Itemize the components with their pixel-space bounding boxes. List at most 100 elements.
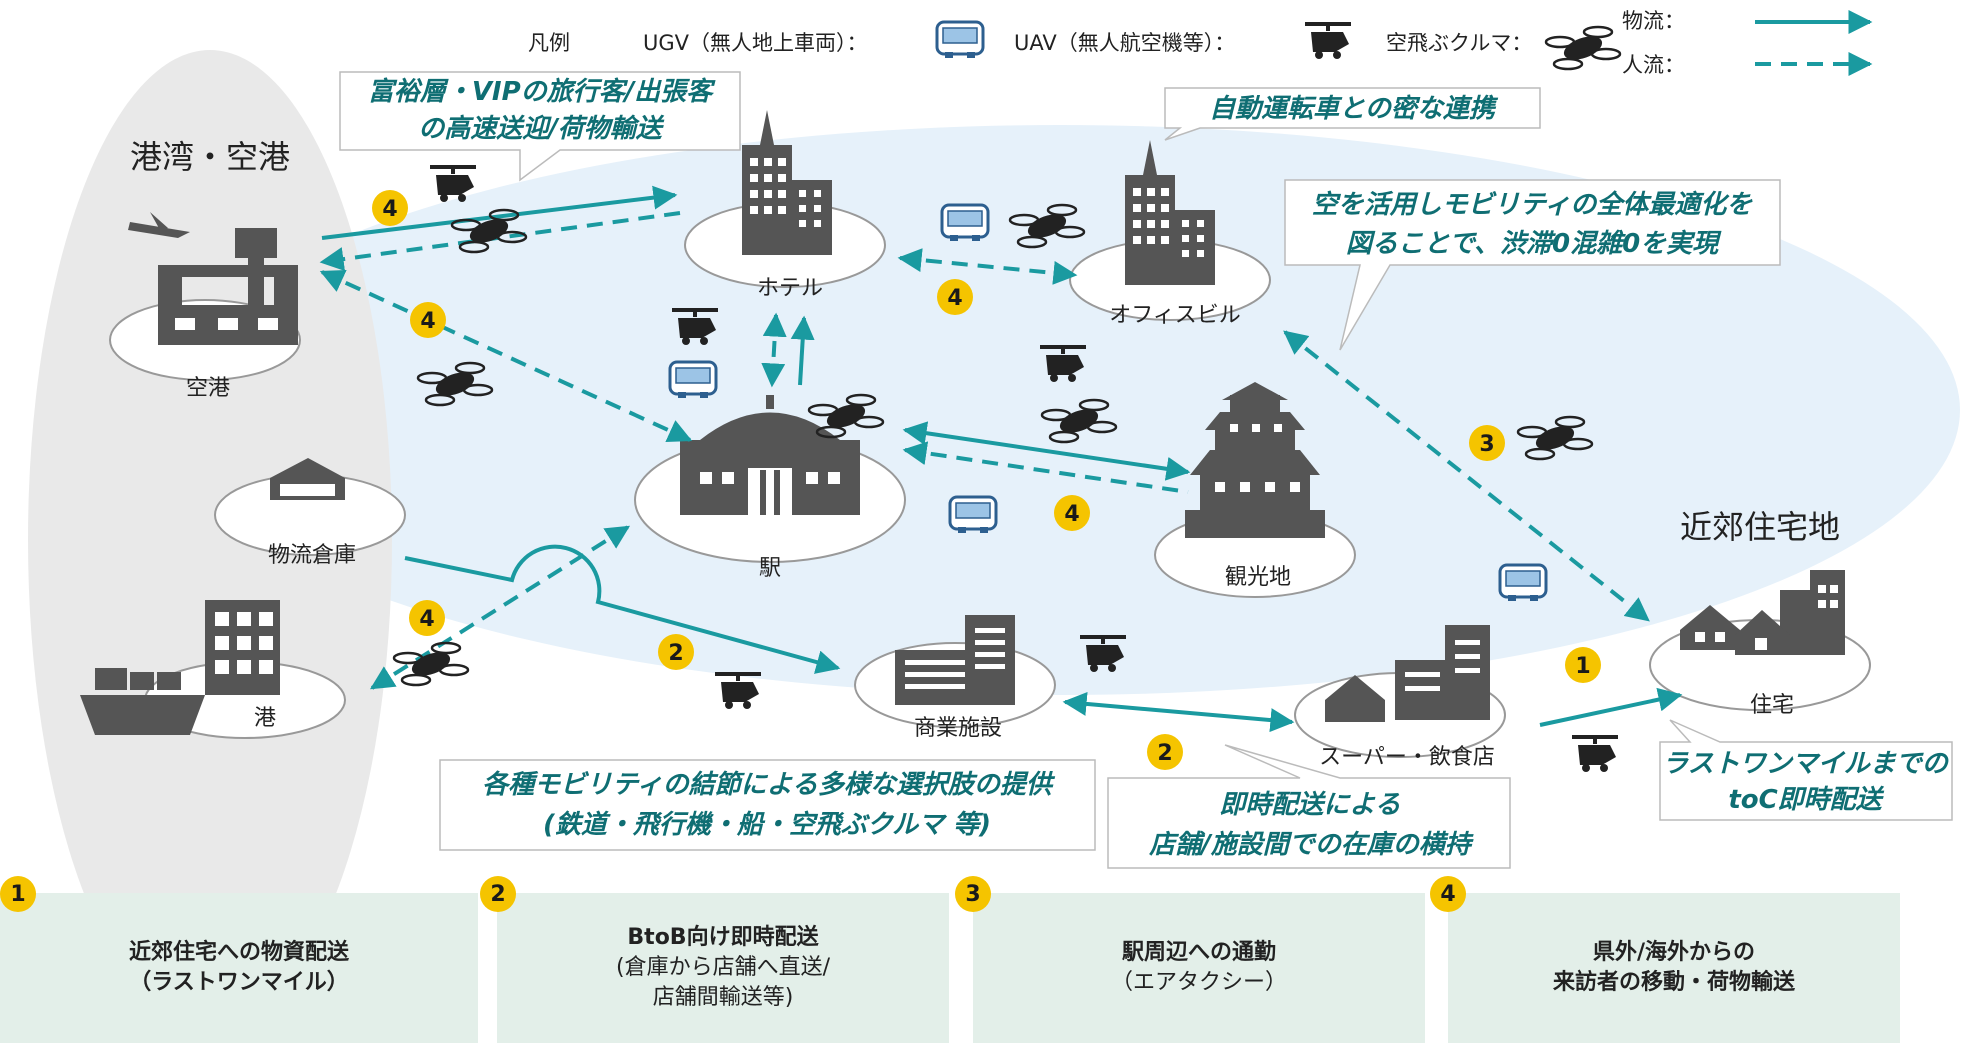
route-badge-circle bbox=[1147, 734, 1183, 770]
use-case-1-sub: （ラストワンマイル） bbox=[129, 970, 349, 995]
use-case-2-sub-line2: 店舗間輸送等) bbox=[652, 985, 794, 1010]
callout-instant: 即時配送による 店舗/施設間での在庫の横持 bbox=[1107, 744, 1511, 869]
commercial-icon bbox=[895, 615, 1015, 705]
flow-hotel-airport-people bbox=[319, 211, 681, 271]
callout-node: 各種モビリティの結節による多様な選択肢の提供 (鉄道・飛行機・船・空飛ぶクルマ … bbox=[439, 759, 1096, 851]
route-badge-number: 2 bbox=[668, 641, 683, 666]
callout-sky-line1: 空を活用しモビリティの全体最適化を bbox=[1312, 190, 1753, 220]
callout-vip-line1: 富裕層・VIPの旅行客/出張客 bbox=[368, 77, 716, 107]
place-label-sightseeing: 観光地 bbox=[1225, 565, 1291, 590]
ugv-icon bbox=[935, 20, 985, 60]
warehouse-icon bbox=[270, 458, 345, 500]
station-icon bbox=[680, 395, 860, 515]
uav-icon bbox=[1305, 22, 1351, 59]
route-badge-circle bbox=[937, 279, 973, 315]
airport-icon bbox=[128, 212, 298, 345]
route-badge-number: 2 bbox=[1157, 741, 1172, 766]
use-case-3-badge: 3 bbox=[955, 876, 991, 912]
callout-sky: 空を活用しモビリティの全体最適化を 図ることで、渋滞0混雑0を実現 bbox=[1284, 179, 1781, 351]
route-badge-number: 4 bbox=[382, 197, 397, 222]
ugv-icon bbox=[1498, 563, 1548, 603]
area-title-port-airport: 港湾・空港 bbox=[130, 138, 290, 176]
callout-node-line2: (鉄道・飛行機・船・空飛ぶクルマ 等) bbox=[543, 810, 991, 840]
use-case-1-title: 近郊住宅への物資配送 bbox=[128, 940, 349, 965]
route-badge-number: 3 bbox=[1479, 432, 1494, 457]
callout-instant-line2: 店舗/施設間での在庫の横持 bbox=[1148, 830, 1473, 860]
callout-lastmile-line1: ラストワンマイルまでの bbox=[1662, 749, 1949, 779]
use-case-4-sub: 来訪者の移動・荷物輸送 bbox=[1552, 970, 1795, 995]
place-label-warehouse: 物流倉庫 bbox=[268, 543, 356, 568]
flow-hotel-station-people bbox=[761, 312, 787, 388]
place-label-port: 港 bbox=[254, 706, 276, 731]
hotel-icon bbox=[742, 110, 832, 255]
route-badge-number: 4 bbox=[1064, 502, 1079, 527]
use-case-box-3: 駅周辺への通勤 （エアタクシー） bbox=[973, 893, 1425, 1043]
place-label-supermarket: スーパー・飲食店 bbox=[1319, 745, 1495, 770]
route-badge-circle bbox=[1054, 495, 1090, 531]
use-case-box-2: BtoB向け即時配送 (倉庫から店舗へ直送/ 店舗間輸送等) bbox=[497, 893, 949, 1043]
callout-lastmile-line2: toC即時配送 bbox=[1728, 785, 1884, 815]
flow-commercial-supermarket-logistics bbox=[1062, 691, 1295, 733]
legend-uav-label: UAV（無人航空機等）： bbox=[1014, 31, 1235, 55]
port-airport-zone bbox=[28, 50, 392, 1030]
callout-autonomous-text: 自動運転車との密な連携 bbox=[1209, 94, 1499, 124]
housing-icon bbox=[1680, 570, 1845, 655]
route-badge-circle bbox=[658, 634, 694, 670]
use-case-3-sub: （エアタクシー） bbox=[1110, 970, 1287, 995]
legend: 凡例 UGV（無人地上車両）： UAV（無人航空機等）： 空飛ぶクルマ： 物流：… bbox=[528, 9, 1873, 77]
callout-autonomous: 自動運転車との密な連携 bbox=[1164, 87, 1541, 141]
flow-supermarket-housing-logistics bbox=[1539, 687, 1683, 727]
flying-car-icon bbox=[392, 641, 470, 687]
place-label-hotel: ホテル bbox=[757, 276, 823, 301]
legend-logistics-label: 物流： bbox=[1622, 9, 1685, 33]
use-case-4-title: 県外/海外からの bbox=[1592, 940, 1756, 965]
use-case-2-badge: 2 bbox=[480, 876, 516, 912]
legend-title: 凡例 bbox=[528, 31, 570, 55]
callout-instant-line1: 即時配送による bbox=[1219, 790, 1400, 820]
ugv-icon bbox=[948, 495, 998, 535]
route-badge-circle bbox=[409, 600, 445, 636]
port-icon bbox=[80, 600, 280, 735]
legend-flying-car-label: 空飛ぶクルマ： bbox=[1386, 31, 1532, 55]
flow-airport-station-people bbox=[319, 270, 693, 442]
route-badge-circle bbox=[410, 302, 446, 338]
use-case-box-1: 近郊住宅への物資配送 （ラストワンマイル） bbox=[0, 893, 478, 1043]
use-case-3-title: 駅周辺への通勤 bbox=[1121, 940, 1276, 965]
flow-station-sightseeing-logistics bbox=[902, 421, 1191, 481]
use-case-4-badge: 4 bbox=[1430, 876, 1466, 912]
flow-hotel-office-people bbox=[897, 248, 1078, 285]
route-badge-circle bbox=[1469, 425, 1505, 461]
callout-lastmile: ラストワンマイルまでの toC即時配送 bbox=[1659, 719, 1953, 821]
route-badge-number: 4 bbox=[419, 607, 434, 632]
callout-node-line1: 各種モビリティの結節による多様な選択肢の提供 bbox=[482, 770, 1056, 800]
flow-airport-hotel-logistics bbox=[321, 185, 678, 240]
use-case-box-4: 県外/海外からの 来訪者の移動・荷物輸送 bbox=[1448, 893, 1900, 1043]
route-badges: 4 4 4 4 4 2 2 3 1 bbox=[372, 190, 1601, 770]
ugv-icon bbox=[668, 360, 718, 400]
callout-sky-line2: 図ることで、渋滞0混雑0を実現 bbox=[1346, 229, 1722, 259]
route-badge-circle bbox=[372, 190, 408, 226]
flow-station-sightseeing-people bbox=[902, 441, 1189, 494]
place-label-office: オフィスビル bbox=[1109, 303, 1241, 328]
use-case-2-title: BtoB向け即時配送 bbox=[627, 925, 819, 950]
legend-people-label: 人流： bbox=[1622, 53, 1685, 77]
use-case-2-sub-line1: (倉庫から店舗へ直送/ bbox=[616, 955, 830, 980]
uav-icon bbox=[1572, 735, 1618, 772]
callout-vip-line2: の高速送迎/荷物輸送 bbox=[418, 114, 664, 144]
place-label-station: 駅 bbox=[759, 556, 781, 581]
route-badge-circle bbox=[1565, 647, 1601, 683]
route-badge-number: 1 bbox=[1575, 654, 1590, 679]
flying-car-icon bbox=[1544, 25, 1622, 71]
use-case-1-badge: 1 bbox=[0, 876, 36, 912]
ugv-icon bbox=[940, 203, 990, 243]
route-badge-number: 4 bbox=[420, 309, 435, 334]
route-badge-number: 4 bbox=[947, 286, 962, 311]
supermarket-icon bbox=[1325, 625, 1490, 722]
callout-vip: 富裕層・VIPの旅行客/出張客 の高速送迎/荷物輸送 bbox=[339, 71, 741, 182]
area-title-suburban: 近郊住宅地 bbox=[1680, 508, 1840, 546]
flow-station-hotel-logistics bbox=[790, 315, 815, 386]
place-label-commercial: 商業施設 bbox=[914, 716, 1002, 741]
place-label-housing: 住宅 bbox=[1750, 693, 1794, 718]
flow-warehouse-commercial-logistics bbox=[404, 544, 841, 674]
